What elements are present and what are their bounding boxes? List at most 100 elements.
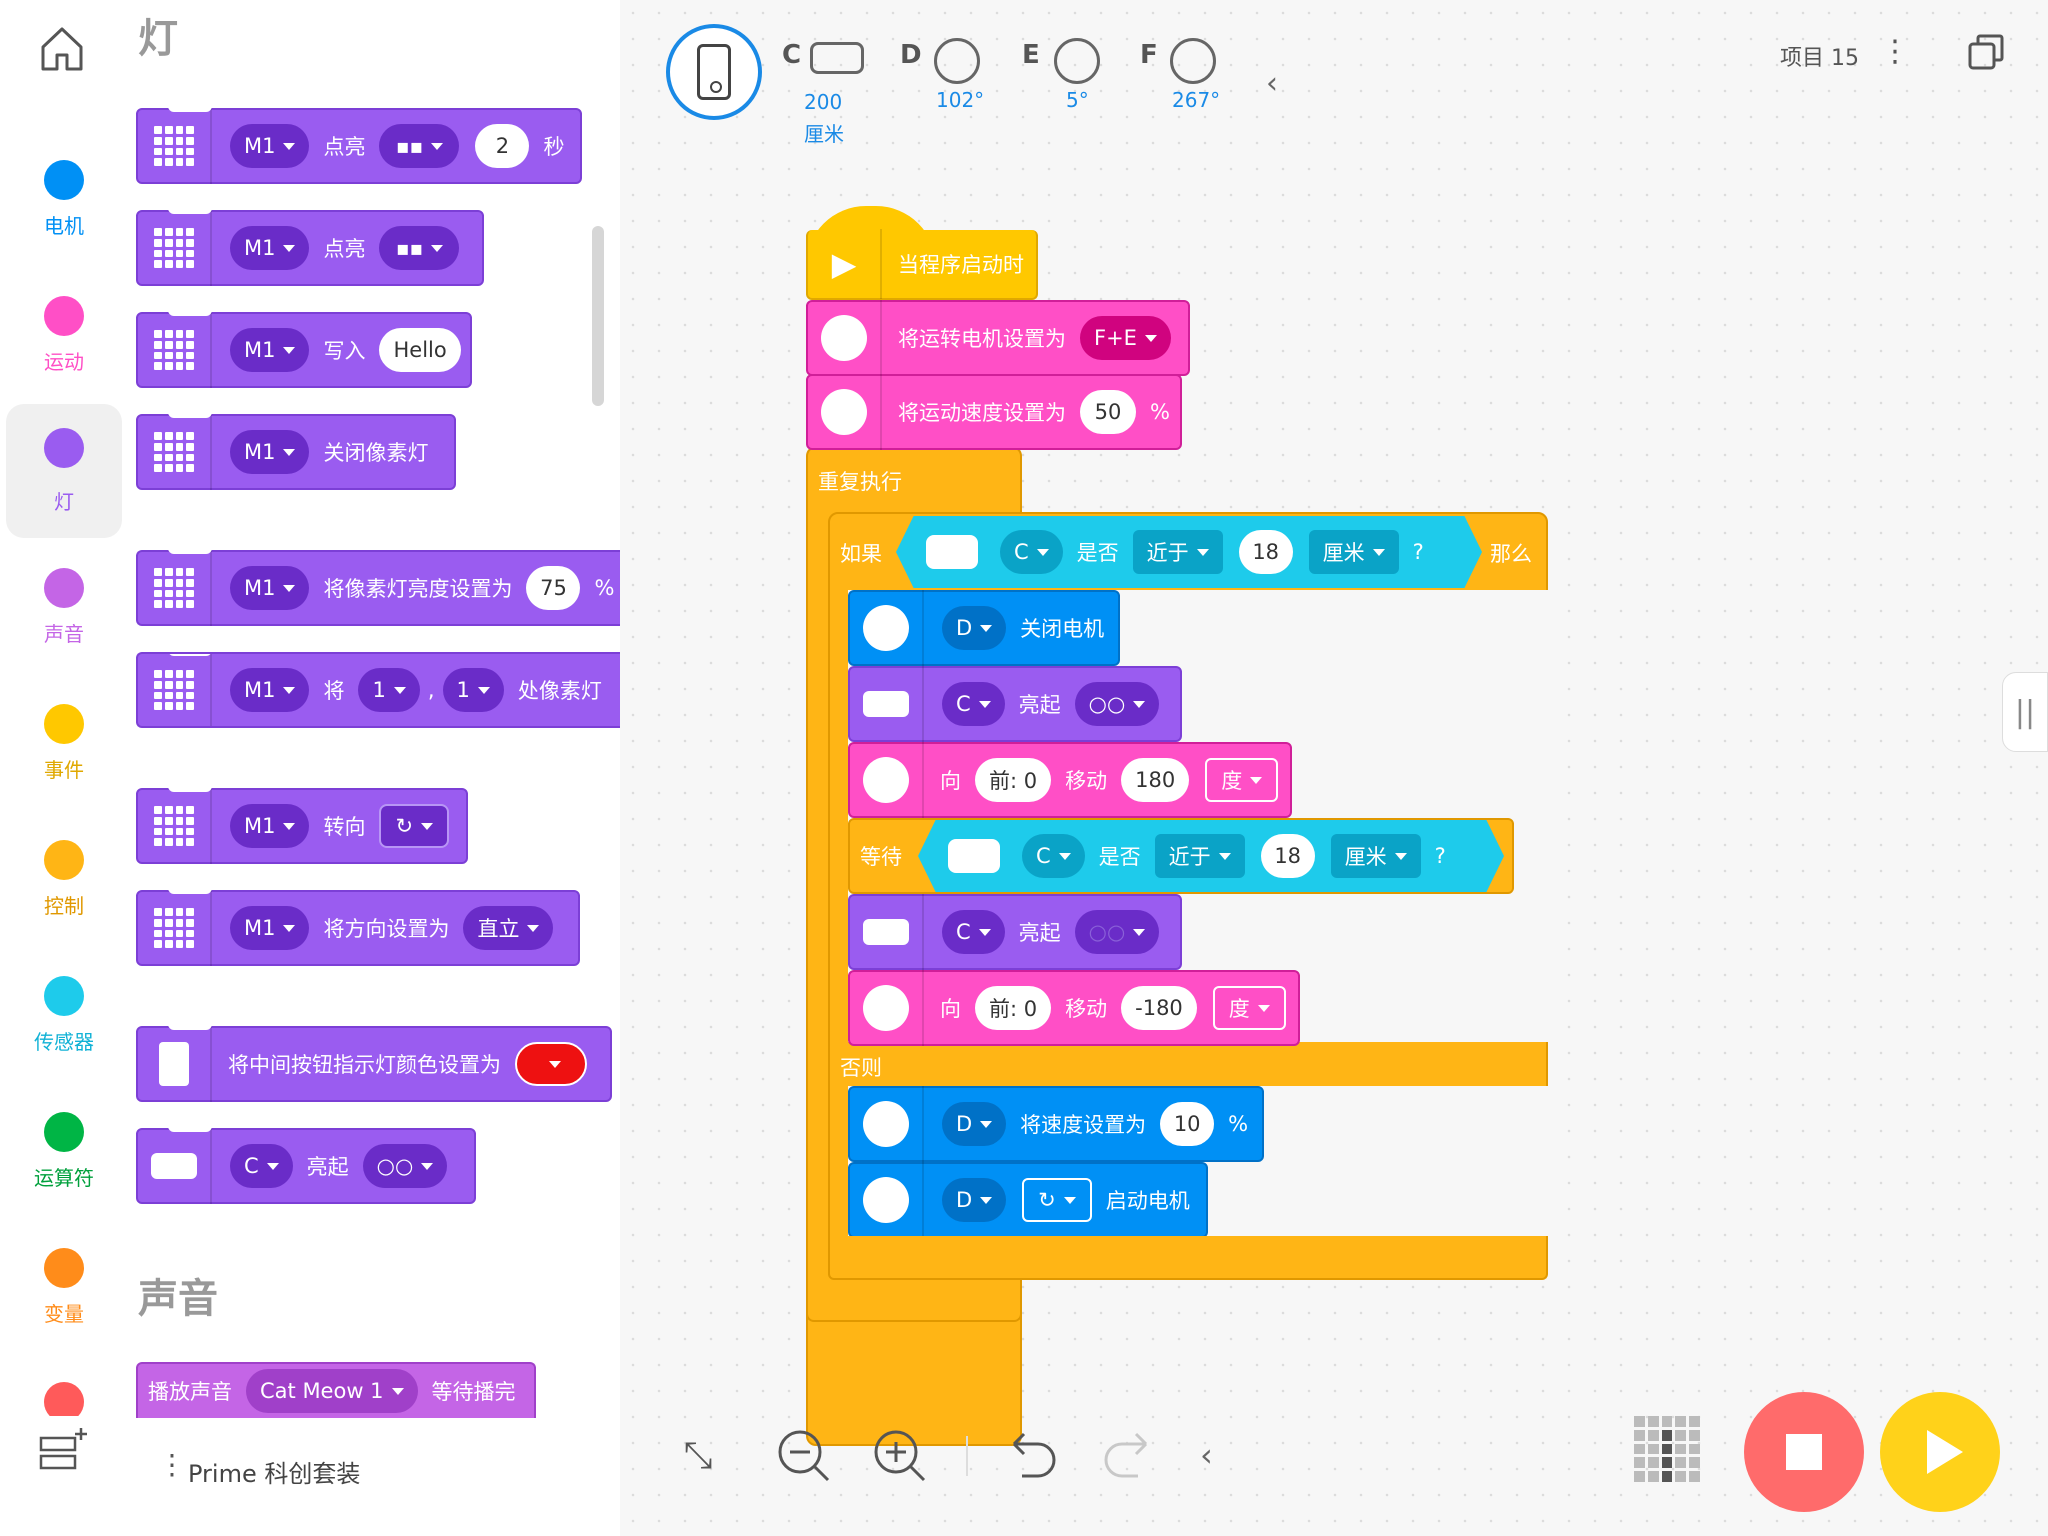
color-dropdown[interactable] [515, 1042, 587, 1086]
redo-icon[interactable] [1096, 1424, 1160, 1488]
amount-input[interactable]: 180 [1121, 758, 1190, 802]
palette-block-set-pixel[interactable]: M1 将 1 , 1 处像素灯 [136, 652, 620, 728]
palette-block-write[interactable]: M1 写入 Hello [136, 304, 472, 388]
port-dropdown[interactable]: M1 [230, 906, 310, 950]
amount-input[interactable]: -180 [1121, 986, 1197, 1030]
when-program-starts-block[interactable]: ▶ 当程序启动时 [806, 229, 1038, 300]
port-dropdown[interactable]: C [1000, 530, 1063, 574]
eyes-dropdown[interactable]: ○○ [1074, 910, 1160, 954]
unit-dropdown[interactable]: 度 [1205, 758, 1279, 802]
distance-input[interactable]: 18 [1260, 834, 1315, 878]
set-movement-motors-block[interactable]: 将运转电机设置为 F+E [806, 300, 1190, 376]
palette-block-light-for-seconds[interactable]: M1 点亮 ▪▪ 2 秒 [136, 100, 582, 184]
x-dropdown[interactable]: 1 [358, 668, 420, 712]
category-events[interactable]: 事件 [6, 688, 122, 812]
category-movement[interactable]: 运动 [6, 280, 122, 404]
window-switch-icon[interactable] [1966, 32, 2006, 72]
port-dropdown[interactable]: C [942, 682, 1005, 726]
project-menu-icon[interactable]: ⋮ [1880, 34, 1910, 69]
comparison-dropdown[interactable]: 近于 [1132, 530, 1223, 574]
move-block-forward[interactable]: 向 前: 0 移动 180 度 [848, 742, 1292, 818]
image-dropdown[interactable]: ▪▪ [379, 124, 460, 168]
collapse-ports-icon[interactable]: ‹ [1266, 66, 1278, 101]
palette-block-distance-light[interactable]: C 亮起 ○○ [136, 1120, 476, 1204]
port-dropdown[interactable]: C [1022, 834, 1085, 878]
more-options-icon[interactable]: ⋮ [158, 1448, 186, 1481]
distance-light-block[interactable]: C 亮起 ○○ [848, 666, 1182, 742]
port-dropdown[interactable]: M1 [230, 124, 310, 168]
text-input[interactable]: Hello [379, 328, 461, 372]
palette-block-rotate[interactable]: M1 转向 ↻ [136, 780, 468, 864]
port-dropdown[interactable]: C [942, 910, 1005, 954]
category-control[interactable]: 控制 [6, 824, 122, 948]
palette-scrollbar[interactable] [592, 226, 604, 406]
orientation-dropdown[interactable]: 直立 [463, 906, 554, 950]
zoom-in-icon[interactable] [868, 1424, 932, 1488]
port-dropdown[interactable]: D [942, 1102, 1007, 1146]
zoom-out-icon[interactable] [772, 1424, 836, 1488]
port-dropdown[interactable]: D [942, 1178, 1007, 1222]
home-icon[interactable] [32, 18, 92, 78]
unit-dropdown[interactable]: 度 [1212, 986, 1286, 1030]
motor-pair-dropdown[interactable]: F+E [1080, 316, 1171, 360]
speed-input[interactable]: 10 [1160, 1102, 1215, 1146]
stop-button[interactable] [1744, 1392, 1864, 1512]
image-dropdown[interactable]: ▪▪ [379, 226, 460, 270]
hub-matrix-preview-icon[interactable] [1634, 1416, 1700, 1482]
port-dropdown[interactable]: M1 [230, 328, 310, 372]
unit-dropdown[interactable]: 厘米 [1330, 834, 1421, 878]
direction-dropdown[interactable]: ↻ [1022, 1178, 1092, 1222]
run-button[interactable] [1880, 1392, 2000, 1512]
category-sound[interactable]: 声音 [6, 552, 122, 676]
extension-icon[interactable] [34, 1424, 94, 1480]
set-movement-speed-block[interactable]: 将运动速度设置为 50 % [806, 374, 1182, 450]
comparison-dropdown[interactable]: 近于 [1154, 834, 1245, 878]
port-dropdown[interactable]: C [230, 1144, 293, 1188]
category-sensors[interactable]: 传感器 [6, 960, 122, 1084]
port-dropdown[interactable]: M1 [230, 804, 310, 848]
direction-input[interactable]: 前: 0 [975, 986, 1052, 1030]
port-dropdown[interactable]: M1 [230, 668, 310, 712]
category-light[interactable]: 灯 [6, 404, 122, 538]
distance-condition[interactable]: C 是否 近于 18 厘米 ? [896, 516, 1482, 588]
port-dropdown[interactable]: M1 [230, 566, 310, 610]
category-variables[interactable]: 变量 [6, 1232, 122, 1356]
category-more[interactable] [6, 1368, 122, 1416]
collapse-toolbar-icon[interactable]: ‹ [1200, 1436, 1213, 1474]
eyes-dropdown[interactable]: ○○ [362, 1144, 448, 1188]
palette-block-turn-off-pixels[interactable]: M1 关闭像素灯 [136, 406, 456, 490]
stop-motor-block[interactable]: D 关闭电机 [848, 590, 1120, 666]
start-motor-block[interactable]: D ↻ 启动电机 [848, 1162, 1208, 1238]
move-block-backward[interactable]: 向 前: 0 移动 -180 度 [848, 970, 1300, 1046]
project-name[interactable]: 项目 15 [1780, 46, 1859, 71]
set-motor-speed-block[interactable]: D 将速度设置为 10 % [848, 1086, 1264, 1162]
seconds-input[interactable]: 2 [475, 124, 530, 168]
port-dropdown[interactable]: M1 [230, 430, 310, 474]
side-drawer-handle[interactable]: || [2002, 672, 2048, 752]
undo-icon[interactable] [1000, 1424, 1064, 1488]
category-operators[interactable]: 运算符 [6, 1096, 122, 1220]
palette-block-light-on[interactable]: M1 点亮 ▪▪ [136, 202, 484, 286]
eyes-dropdown[interactable]: ○○ [1074, 682, 1160, 726]
hub-connect-button[interactable] [666, 24, 762, 120]
palette-block-set-brightness[interactable]: M1 将像素灯亮度设置为 75 % [136, 542, 620, 626]
wait-distance-condition[interactable]: C 是否 近于 18 厘米 ? [918, 820, 1504, 892]
y-dropdown[interactable]: 1 [442, 668, 504, 712]
port-dropdown[interactable]: M1 [230, 226, 310, 270]
palette-block-set-orientation[interactable]: M1 将方向设置为 直立 [136, 882, 580, 966]
palette-block-center-button-color[interactable]: 将中间按钮指示灯颜色设置为 [136, 1018, 612, 1102]
port-dropdown[interactable]: D [942, 606, 1007, 650]
recenter-icon[interactable]: ⤡ [683, 1435, 713, 1476]
sound-dropdown[interactable]: Cat Meow 1 [246, 1369, 418, 1413]
distance-input[interactable]: 18 [1238, 530, 1293, 574]
rotation-dropdown[interactable]: ↻ [379, 804, 450, 848]
category-dot [44, 568, 84, 608]
unit-dropdown[interactable]: 厘米 [1308, 530, 1399, 574]
distance-light-block[interactable]: C 亮起 ○○ [848, 894, 1182, 970]
kit-name[interactable]: Prime 科创套装 [188, 1460, 361, 1488]
brightness-input[interactable]: 75 [526, 566, 581, 610]
speed-input[interactable]: 50 [1080, 390, 1136, 434]
category-motor[interactable]: 电机 [6, 144, 122, 268]
direction-input[interactable]: 前: 0 [975, 758, 1052, 802]
palette-block-play-sound[interactable]: 播放声音 Cat Meow 1 等待播完 [136, 1362, 536, 1418]
